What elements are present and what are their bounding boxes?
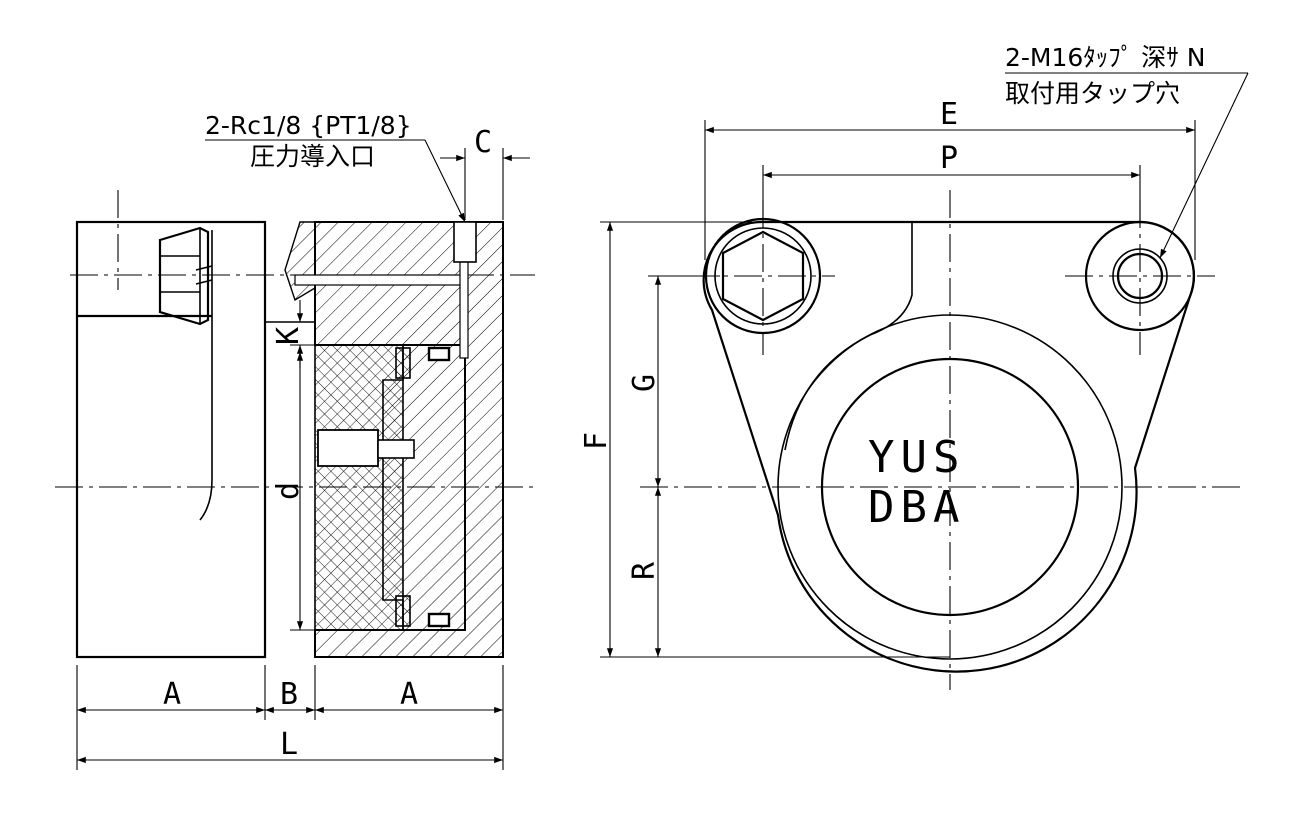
tap-note-line1: 2-M16ﾀｯﾌﾟ 深ｻ N (1005, 43, 1205, 72)
dim-a-right: A (400, 677, 418, 712)
dim-d: d (271, 482, 306, 500)
front-view: E P F G R 2-M16ﾀｯﾌﾟ 深ｻ N 取付用タップ穴 YUS DBA (579, 43, 1249, 690)
dim-g: G (627, 374, 662, 392)
dim-f: F (579, 432, 614, 450)
dim-k: K (271, 327, 306, 345)
side-view: A B A L C K d 2-Rc1/8 {PT1/8} 圧力導入口 (55, 111, 535, 770)
right-section (265, 221, 504, 658)
front-dimensions (600, 72, 1249, 658)
port-note-line1: 2-Rc1/8 {PT1/8} (205, 111, 412, 140)
tap-note-line2: 取付用タップ穴 (1005, 79, 1180, 108)
dim-c: C (474, 125, 492, 160)
port-note-line2: 圧力導入口 (250, 142, 375, 171)
dim-e: E (940, 97, 958, 132)
left-block (75, 220, 267, 659)
dim-p: P (940, 141, 958, 176)
hex-nut (158, 226, 213, 326)
dim-r: R (627, 561, 662, 580)
dim-a-left: A (163, 677, 181, 712)
dim-l: L (280, 727, 298, 762)
marking-line1: YUS (868, 432, 965, 483)
dim-b: B (280, 677, 298, 712)
side-dimensions (76, 139, 530, 770)
marking-line2: DBA (868, 482, 965, 533)
